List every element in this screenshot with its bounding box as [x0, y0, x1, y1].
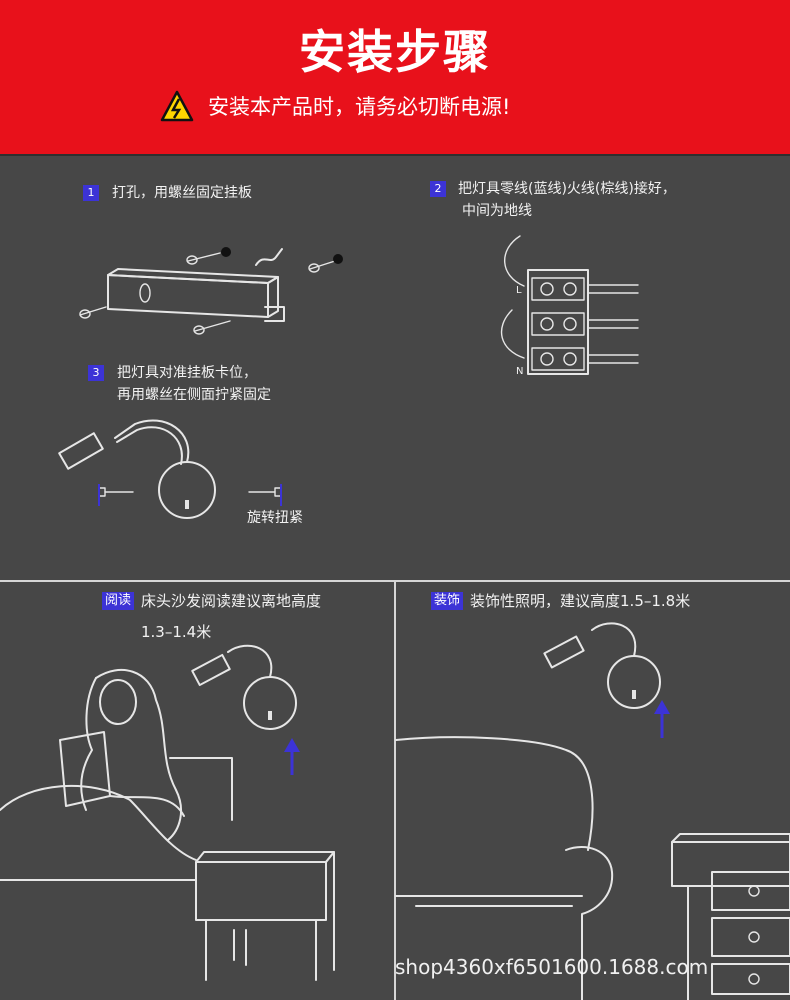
watermark: shop4360xf6501600.1688.com: [395, 955, 709, 979]
header-banner: 安装步骤 安装本产品时，请务必切断电源!: [0, 0, 790, 155]
terminal-label-l: L: [516, 285, 522, 296]
arrow-up-icon: [284, 738, 300, 775]
reading-scene-illustration: [0, 644, 335, 981]
reading-tag: 阅读: [102, 592, 135, 610]
step-3-text-line2: 再用螺丝在侧面拧紧固定: [117, 387, 271, 403]
step-3-badge: 3: [88, 365, 104, 381]
screw-icon: [308, 260, 336, 273]
bracket-icon: [79, 247, 343, 335]
screw-icon: [79, 306, 107, 319]
step-2-text-line1: 把灯具零线(蓝线)火线(棕线)接好，: [458, 181, 676, 197]
twist-label: 旋转扭紧: [247, 510, 303, 526]
step-1-badge: 1: [83, 185, 99, 201]
header-divider: [0, 154, 790, 156]
step-2-text-line2: 中间为地线: [462, 203, 532, 219]
decor-tag: 装饰: [431, 592, 464, 610]
reading-text-line2: 1.3–1.4米: [141, 623, 212, 641]
warning-row: 安装本产品时，请务必切断电源!: [160, 86, 510, 126]
step-3-text-line1: 把灯具对准挂板卡位，: [117, 365, 257, 381]
screw-icon: [193, 320, 231, 335]
wall-lamp-icon: [58, 419, 282, 519]
terminal-label-n: N: [516, 366, 524, 377]
step-2-badge: 2: [430, 181, 446, 197]
arrow-up-icon: [654, 700, 670, 738]
step-1-text: 打孔，用螺丝固定挂板: [112, 185, 252, 201]
decor-text-line1: 装饰性照明，建议高度1.5–1.8米: [470, 592, 691, 610]
screw-icon: [186, 252, 221, 265]
decor-scene-illustration: [395, 622, 790, 1000]
warning-text: 安装本产品时，请务必切断电源!: [208, 95, 511, 119]
terminal-block-icon: [500, 235, 639, 375]
wall-lamp-icon: [191, 644, 297, 730]
warning-icon: [160, 90, 194, 122]
page-title: 安装步骤: [299, 25, 491, 79]
reading-text-line1: 床头沙发阅读建议离地高度: [141, 592, 322, 610]
wall-lamp-icon: [543, 622, 661, 709]
scene-divider: [394, 580, 396, 1000]
